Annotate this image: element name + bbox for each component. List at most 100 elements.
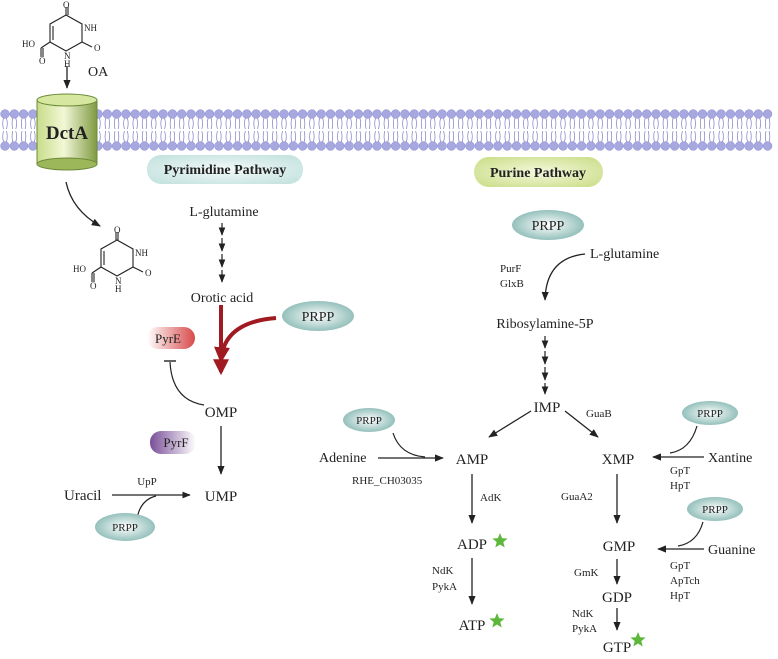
lipid-tail-lower	[290, 130, 296, 143]
lipid-tail-upper	[476, 117, 482, 130]
lipid-tail-lower	[132, 130, 138, 143]
lipid-tail-lower	[11, 130, 17, 143]
lipid-head-upper	[697, 109, 708, 119]
lipid-head-lower	[130, 141, 140, 151]
lipid-head-upper	[307, 109, 317, 119]
lipid-tail-lower	[2, 130, 8, 143]
lipid-head-lower	[437, 141, 447, 151]
lipid-head-upper	[549, 109, 559, 119]
lipid-head-lower	[316, 141, 326, 151]
pur-atp: ATP	[459, 618, 486, 634]
lipid-tail-upper	[114, 117, 120, 130]
lipid-head-lower	[474, 141, 484, 151]
lipid-tail-upper	[309, 117, 315, 130]
lipid-tail-lower	[458, 130, 464, 143]
lipid-tail-upper	[411, 117, 417, 130]
lipid-head-lower	[660, 141, 670, 151]
lipid-head-lower	[223, 141, 233, 151]
lipid-tail-upper	[272, 117, 278, 130]
lipid-tail-upper	[420, 117, 427, 130]
lipid-tail-upper	[393, 117, 399, 130]
lipid-head-upper	[270, 109, 280, 119]
lipid-head-upper	[456, 109, 466, 119]
lipid-tail-upper	[699, 117, 706, 130]
pur-gtp: GTP	[603, 640, 631, 656]
lipid-head-upper	[493, 109, 503, 119]
lipid-tail-upper	[365, 117, 371, 130]
pur-glxb: GlxB	[500, 278, 524, 290]
lipid-head-lower	[149, 141, 159, 151]
lipid-tail-lower	[662, 130, 668, 143]
lipid-tail-upper	[495, 117, 501, 130]
lipid-head-lower	[279, 141, 289, 151]
lipid-tail-upper	[634, 117, 640, 130]
lipid-tail-upper	[588, 117, 594, 130]
pyr-red-arrow	[214, 316, 277, 364]
lipid-head-upper	[660, 109, 670, 119]
lipid-tail-lower	[355, 130, 361, 143]
lipid-head-lower	[139, 141, 150, 151]
lipid-tail-upper	[709, 117, 715, 130]
lipid-head-upper	[372, 109, 382, 119]
lipid-head-upper	[651, 109, 661, 119]
lipid-tail-lower	[569, 130, 575, 143]
lipid-head-upper	[688, 109, 698, 119]
lipid-head-upper	[725, 109, 736, 119]
lipid-head-upper	[474, 109, 484, 119]
lipid-head-lower	[325, 141, 336, 151]
lipid-tail-upper	[523, 117, 529, 130]
pur-prpp-xantine-link	[669, 425, 698, 454]
pur-aptch: ApTch	[670, 575, 700, 587]
lipid-tail-upper	[737, 117, 743, 130]
pur-hpt2: HpT	[670, 590, 690, 602]
lipid-head-lower	[28, 141, 38, 151]
lipid-tail-lower	[653, 130, 659, 143]
lipid-head-upper	[762, 109, 773, 119]
lipid-tail-upper	[337, 117, 343, 130]
lipid-head-lower	[539, 141, 550, 151]
mol-in-o1: O	[114, 225, 121, 235]
lipid-head-lower	[697, 141, 708, 151]
lipid-tail-lower	[579, 130, 585, 143]
lipid-head-upper	[679, 109, 689, 119]
lipid-tail-upper	[606, 117, 613, 130]
oa-import-arrow	[65, 181, 101, 227]
lipid-head-upper	[204, 109, 215, 119]
lipid-tail-lower	[234, 130, 241, 143]
lipid-tail-upper	[439, 117, 445, 130]
lipid-tail-upper	[579, 117, 585, 130]
lipid-head-upper	[167, 109, 178, 119]
lipid-tail-lower	[253, 130, 259, 143]
lipid-tail-upper	[188, 117, 194, 130]
lipid-head-lower	[753, 141, 763, 151]
lipid-tail-upper	[402, 117, 408, 130]
lipid-head-upper	[753, 109, 763, 119]
lipid-head-upper	[130, 109, 140, 119]
lipid-tail-lower	[160, 130, 166, 143]
pur-prpp: PRPP	[532, 219, 565, 234]
lipid-head-lower	[167, 141, 178, 151]
pur-adp: ADP	[457, 537, 487, 553]
pur-purf: PurF	[500, 263, 521, 275]
lipid-tail-upper	[746, 117, 752, 130]
pur-gpt1: GpT	[670, 465, 690, 477]
lipid-tail-upper	[123, 117, 129, 130]
lipid-tail-upper	[653, 117, 659, 130]
lipid-tail-upper	[2, 117, 8, 130]
lipid-tail-lower	[644, 130, 650, 143]
lipid-tail-upper	[290, 117, 296, 130]
mol-in-n: N	[115, 276, 122, 286]
lipid-tail-lower	[30, 130, 36, 143]
lipid-head-upper	[586, 109, 596, 119]
pur-imp-to-xmp-arrow	[564, 410, 599, 438]
lipid-tail-lower	[727, 130, 733, 143]
lipid-head-lower	[335, 141, 345, 151]
lipid-tail-lower	[346, 130, 352, 143]
lipid-head-lower	[195, 141, 205, 151]
pur-adenine: Adenine	[319, 451, 366, 466]
lipid-tail-lower	[318, 130, 324, 143]
lipid-tail-lower	[746, 130, 752, 143]
lipid-tail-upper	[11, 117, 17, 130]
pur-imp: IMP	[534, 400, 561, 416]
lipid-tail-upper	[383, 117, 389, 130]
